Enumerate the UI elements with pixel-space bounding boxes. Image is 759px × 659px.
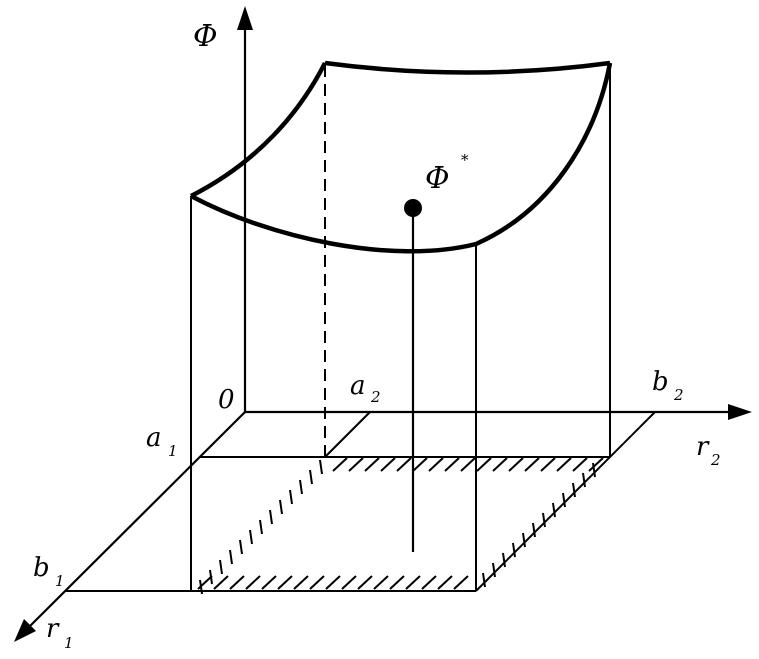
hatch-stroke <box>299 479 303 495</box>
phi-star-mark: * <box>461 151 469 169</box>
hatch-stroke <box>572 482 576 498</box>
plane-right-edge <box>475 411 656 592</box>
hatch-stroke <box>229 549 233 565</box>
hatch-stroke <box>249 529 253 545</box>
hatch-stroke <box>219 559 223 575</box>
a1-subscript: 1 <box>168 442 178 460</box>
hatch-stroke <box>492 457 508 472</box>
hatch-stroke <box>542 512 546 528</box>
phi-axis-label: Φ <box>193 19 218 54</box>
hatch-stroke <box>259 519 263 535</box>
r1-axis-line <box>25 411 246 631</box>
axes <box>14 6 752 642</box>
hatch-stroke <box>552 502 556 518</box>
phi-surface <box>189 60 613 254</box>
hatch-stroke <box>389 575 405 590</box>
hatch-stroke <box>405 575 421 590</box>
origin-label: 0 <box>218 385 235 415</box>
vertical-edges <box>190 63 611 591</box>
r2-subscript: 2 <box>710 451 721 469</box>
r2-axis-arrow <box>728 404 752 420</box>
hatch-stroke <box>421 575 437 590</box>
hatch-stroke <box>562 492 566 508</box>
hatch-stroke <box>512 542 516 558</box>
hatch-stroke <box>592 462 596 478</box>
hatch-stroke <box>309 575 325 590</box>
hatch-stroke <box>556 457 572 472</box>
hatch-stroke <box>508 457 524 472</box>
b2-label: b <box>652 367 669 397</box>
hatch-stroke <box>444 457 460 472</box>
hatch-stroke <box>532 522 536 538</box>
hatch-stroke <box>209 569 213 585</box>
hatch-stroke <box>245 575 261 590</box>
b2-subscript: 2 <box>673 386 684 404</box>
hatch-stroke <box>572 457 588 472</box>
hatch-stroke <box>341 575 357 590</box>
hatch-stroke <box>524 457 540 472</box>
hatch-stroke <box>482 572 486 588</box>
surface-front-edge <box>189 194 477 254</box>
hatch-stroke <box>396 457 412 472</box>
hatch-stroke <box>492 562 496 578</box>
base-plane <box>66 411 656 592</box>
plane-a2-line <box>324 411 371 458</box>
hatch-stroke <box>380 457 396 472</box>
a2-label: a <box>350 371 366 401</box>
a1-label: a <box>146 423 162 453</box>
hatch-stroke <box>588 457 604 472</box>
optimum-dot <box>404 199 422 217</box>
hatch-stroke <box>412 457 428 472</box>
hatch-stroke <box>277 575 293 590</box>
a2-subscript: 2 <box>370 388 381 406</box>
hatch-stroke <box>261 575 277 590</box>
b1-subscript: 1 <box>55 572 65 590</box>
hatch-stroke <box>279 499 283 515</box>
hatch-stroke <box>476 457 492 472</box>
phi-axis-arrow <box>237 6 253 30</box>
surface-right-edge <box>475 62 613 247</box>
hatch-stroke <box>357 575 373 590</box>
hatch-stroke <box>332 457 348 472</box>
surface-back-edge <box>324 60 611 75</box>
hatch-stroke <box>239 539 243 555</box>
hatch-stroke <box>213 575 229 590</box>
hatch-stroke <box>428 457 444 472</box>
hatch-stroke <box>540 457 556 472</box>
domain-hatching <box>197 457 604 595</box>
hatch-stroke <box>582 472 586 488</box>
r1-subscript: 1 <box>64 634 74 652</box>
hatch-stroke <box>348 457 364 472</box>
hatch-stroke <box>373 575 389 590</box>
hatch-stroke <box>309 469 313 485</box>
r1-label: r <box>46 614 60 644</box>
hatch-stroke <box>289 489 293 505</box>
hatch-stroke <box>460 457 476 472</box>
hatch-stroke <box>502 552 506 568</box>
b1-label: b <box>33 553 50 583</box>
hatch-stroke <box>229 575 245 590</box>
hatch-stroke <box>269 509 273 525</box>
hatch-stroke <box>364 457 380 472</box>
hatch-stroke <box>325 575 341 590</box>
labels: Φ Φ * 0 a 2 b 2 r 2 a 1 b 1 r 1 <box>33 19 721 652</box>
hatch-stroke <box>437 575 453 590</box>
hatch-stroke <box>293 575 309 590</box>
hatch-stroke <box>522 532 526 548</box>
hatch-stroke <box>453 575 469 590</box>
surface-left-edge <box>189 61 328 199</box>
hatch-stroke <box>319 459 323 475</box>
optimum-point <box>404 199 422 552</box>
r2-label: r <box>696 432 710 462</box>
r1-axis-arrow <box>14 619 36 642</box>
hatch-stroke <box>199 579 203 595</box>
phi-star-label: Φ <box>425 161 450 196</box>
